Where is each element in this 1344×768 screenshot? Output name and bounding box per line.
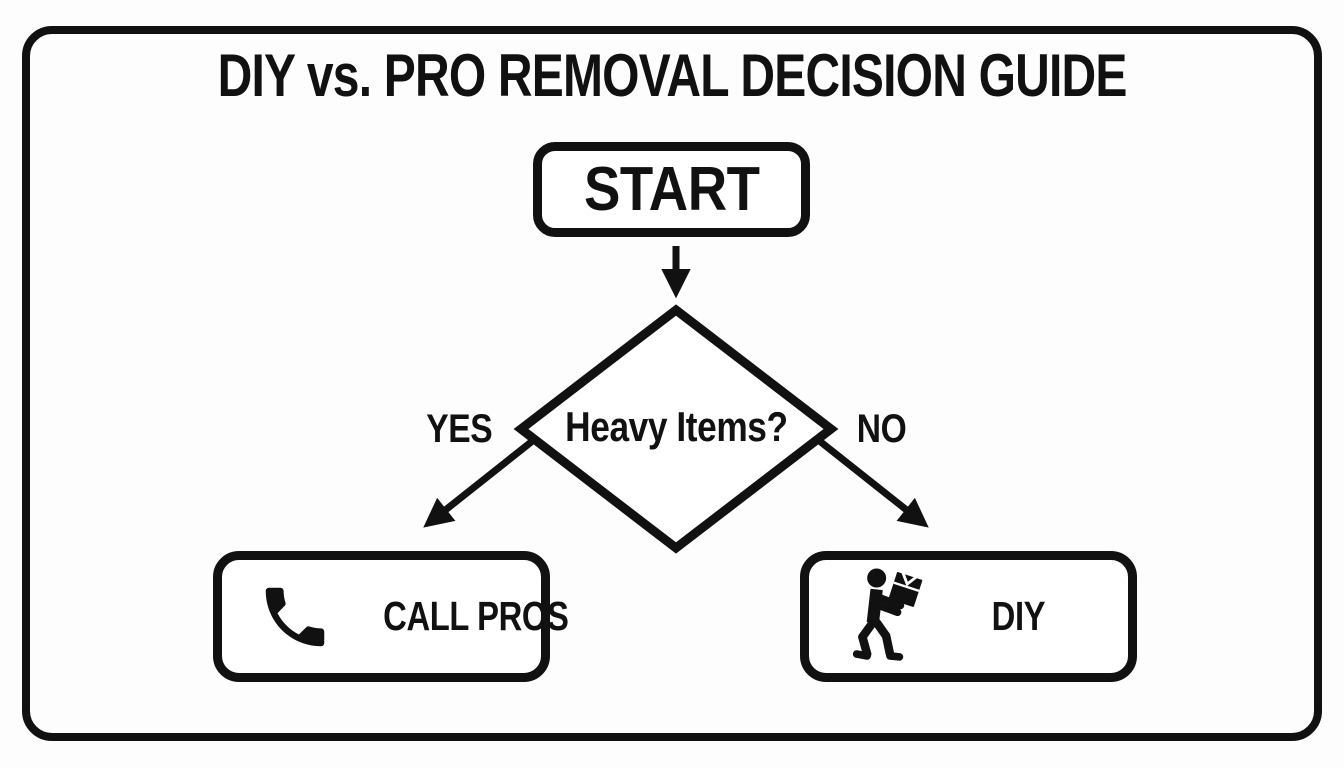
decision-diamond	[513, 304, 839, 554]
start-node-label: START	[583, 155, 760, 224]
diy-node: DIY	[800, 551, 1137, 682]
outer-frame	[22, 26, 1322, 741]
no-arrow	[814, 436, 929, 528]
page-title-text: DIY vs. PRO REMOVAL DECISION GUIDE	[217, 42, 1127, 109]
phone-icon	[265, 587, 325, 646]
yes-arrow	[423, 436, 538, 528]
diy-label-wrap: DIY	[985, 593, 1052, 640]
yes-branch-label: YES	[409, 409, 509, 449]
call-pros-node: CALL PROS	[213, 551, 569, 682]
no-branch-label: NO	[836, 409, 926, 449]
decision-question: Heavy Items?	[521, 406, 831, 448]
person-carrying-box-icon	[852, 568, 923, 661]
call-pros-label-wrap: CALL PROS	[360, 593, 592, 640]
decision-question-text: Heavy Items?	[564, 403, 788, 450]
no-branch-text: NO	[856, 407, 906, 451]
page-title: DIY vs. PRO REMOVAL DECISION GUIDE	[0, 46, 1344, 106]
diy-label: DIY	[991, 593, 1046, 639]
yes-branch-text: YES	[426, 407, 492, 451]
start-node: START	[533, 142, 810, 237]
call-pros-label: CALL PROS	[383, 593, 569, 639]
